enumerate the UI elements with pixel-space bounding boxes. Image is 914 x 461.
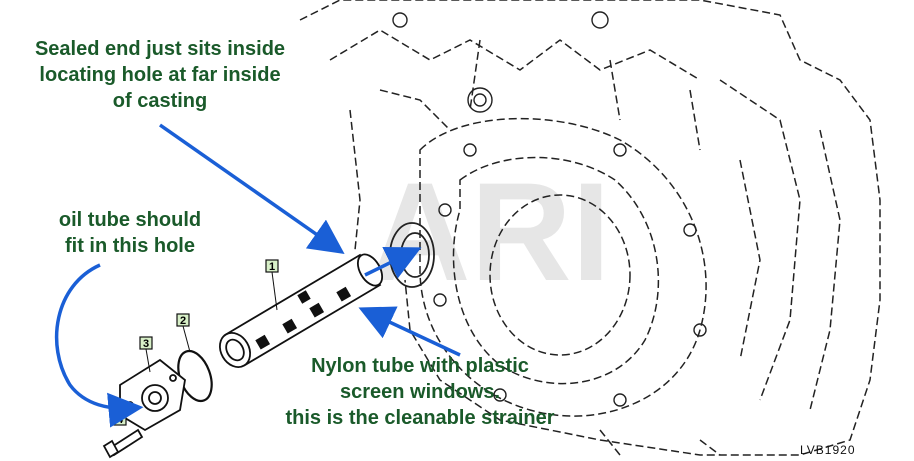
callout-3: 3	[139, 336, 153, 373]
annotation-nylon-tube-line3: this is the cleanable strainer	[285, 407, 555, 429]
callout-1: 1	[265, 259, 279, 311]
annotation-nylon-tube-line2: screen windows.	[339, 381, 501, 403]
callout-4: 4	[113, 412, 127, 426]
callout-2-label: 2	[180, 315, 186, 327]
annotation-nylon-tube: Nylon tube with plastic screen windows. …	[250, 353, 590, 431]
callout-4-label: 4	[117, 414, 124, 426]
arrow-sealed-end	[158, 123, 345, 255]
arrow-locating-hole	[364, 247, 422, 279]
annotation-oil-tube-line2: fit in this hole	[65, 235, 195, 257]
watermark: ARI	[369, 153, 610, 310]
annotation-oil-tube-line1: oil tube should	[58, 209, 202, 231]
arrow-nylon-tube	[358, 306, 461, 357]
reference-code: LVB1920	[800, 443, 856, 457]
annotation-sealed-end: Sealed end just sits inside locating hol…	[0, 36, 320, 114]
arrow-oil-hole	[54, 263, 144, 428]
casting-bolt-holes	[392, 11, 707, 407]
annotation-sealed-end-line1: Sealed end just sits inside	[34, 38, 286, 60]
callout-2: 2	[176, 313, 191, 353]
transmission-casting	[299, 0, 881, 456]
annotation-arrows	[54, 123, 461, 428]
callout-3-label: 3	[143, 338, 149, 350]
annotation-sealed-end-line2: locating hole at far inside	[39, 64, 281, 86]
annotation-nylon-tube-line1: Nylon tube with plastic	[311, 355, 529, 377]
annotation-sealed-end-line3: of casting	[112, 90, 208, 112]
cover-flange	[119, 358, 186, 432]
nylon-strainer-tube	[219, 253, 384, 368]
callout-1-label: 1	[269, 261, 275, 273]
bolt	[102, 428, 144, 459]
annotation-oil-tube: oil tube should fit in this hole	[30, 207, 230, 259]
